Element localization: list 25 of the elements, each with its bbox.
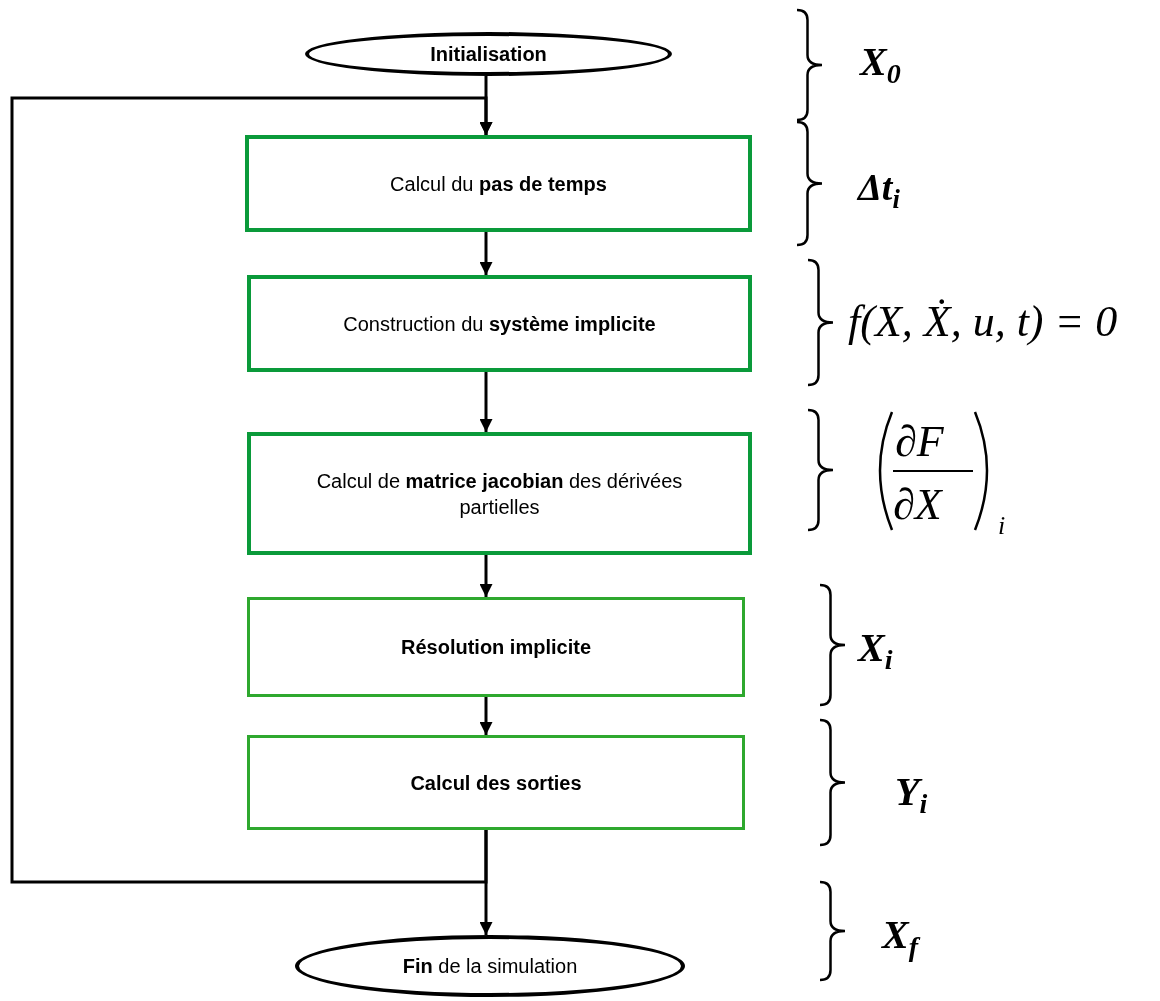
node-text: Initialisation (430, 42, 547, 67)
node-text: Fin de la simulation (402, 954, 578, 979)
math-label: ∂X (893, 483, 942, 527)
arrow (479, 555, 493, 597)
node-text: Résolution implicite (401, 635, 591, 660)
process-box (247, 735, 745, 830)
math-label: Δt$_{i}$ (858, 168, 900, 213)
node-text: Calcul du pas de temps (390, 171, 607, 197)
process-box (247, 275, 752, 372)
process-box (247, 432, 752, 555)
arrow (479, 697, 493, 735)
math-label: Y$_{i}$ (895, 772, 928, 819)
node-text: Calcul de matrice jacobian des dérivées partielles (315, 468, 684, 520)
process-box (245, 135, 752, 232)
arrow (479, 372, 493, 432)
process-box (247, 597, 745, 697)
math-label: f(X, Ẋ, u, t) = 0 (848, 300, 1118, 344)
node-text: Construction du système implicite (343, 311, 656, 337)
arrow (479, 232, 493, 275)
math-label: i (998, 513, 1006, 539)
arrow (10, 96, 493, 884)
math-label: X$_{i}$ (858, 628, 893, 675)
math-label: X$_{0}$ (860, 42, 901, 89)
node-text: Calcul des sorties (410, 770, 582, 796)
math-label: ∂F (895, 420, 944, 464)
